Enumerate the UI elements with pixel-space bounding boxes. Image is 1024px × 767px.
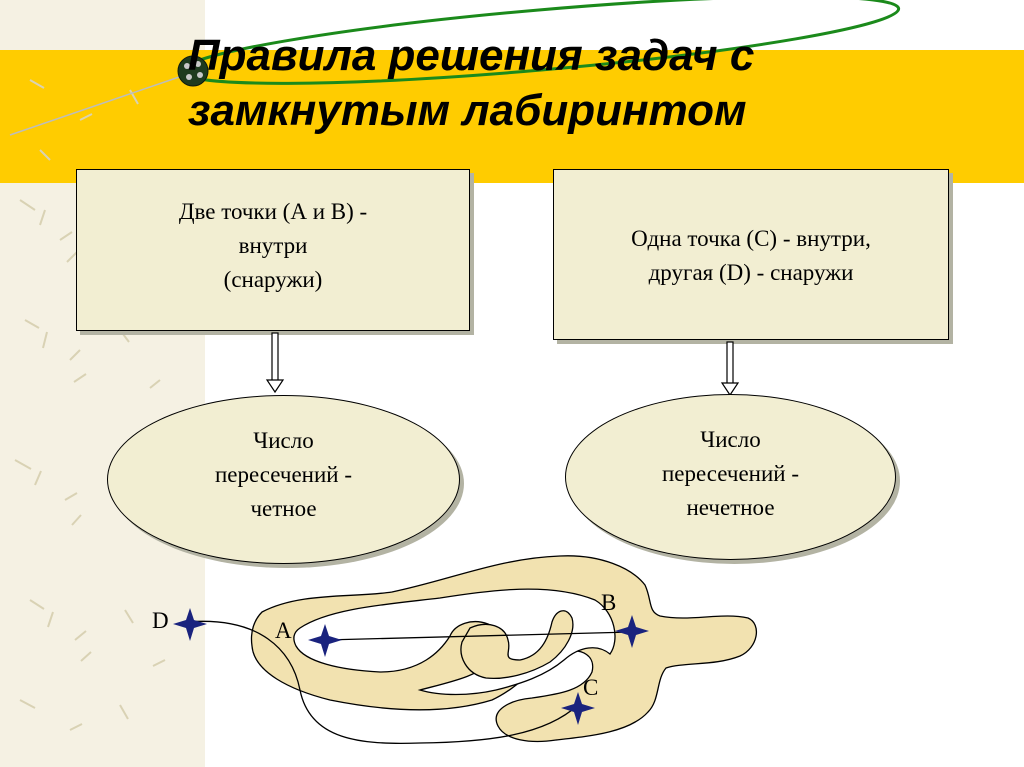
result-even-crossings: Число пересечений - четное <box>107 395 460 564</box>
maze-peninsula <box>460 610 574 680</box>
rule-box-left-line-2: внутри <box>238 233 308 258</box>
arrow-down-icon <box>265 332 285 394</box>
rule-box-both-inside: Две точки (А и В) - внутри (снаружи) <box>76 169 470 331</box>
result-right-line-2: пересечений - <box>661 461 800 486</box>
path-d-to-c <box>185 620 579 744</box>
orbit-tail <box>9 74 186 136</box>
side-pattern-icon <box>14 79 166 731</box>
rule-box-right-line-1: Одна точка (С) - внутри, <box>631 226 871 251</box>
point-d-label: D <box>152 608 169 633</box>
slide-title: Правила решения задач с замкнутым лабири… <box>188 28 888 138</box>
title-line-1: Правила решения задач с <box>188 31 755 80</box>
rule-box-left-line-1: Две точки (А и В) - <box>178 199 368 224</box>
result-left-line-2: пересечений - <box>214 462 353 487</box>
path-a-to-b <box>324 631 633 641</box>
result-right-line-1: Число <box>700 427 761 452</box>
title-line-2: замкнутым лабиринтом <box>188 86 747 135</box>
point-b-label: B <box>601 590 617 615</box>
rule-box-right-line-2: другая (D) - снаружи <box>648 260 854 285</box>
result-odd-crossings: Число пересечений - нечетное <box>565 394 896 560</box>
result-left-line-1: Число <box>253 428 314 453</box>
star-icon <box>615 615 649 648</box>
rule-box-left-line-3: (снаружи) <box>223 267 323 292</box>
point-c-label: C <box>583 675 599 700</box>
result-left-line-3: четное <box>250 496 317 521</box>
result-right-line-3: нечетное <box>686 495 775 520</box>
star-icon <box>308 624 342 657</box>
point-a-label: A <box>275 618 292 643</box>
star-icon <box>561 692 595 725</box>
globe-icon <box>177 55 209 87</box>
rule-box-one-inside: Одна точка (С) - внутри, другая (D) - сн… <box>553 169 949 340</box>
arrow-down-icon <box>720 341 740 397</box>
star-icon <box>173 608 207 641</box>
